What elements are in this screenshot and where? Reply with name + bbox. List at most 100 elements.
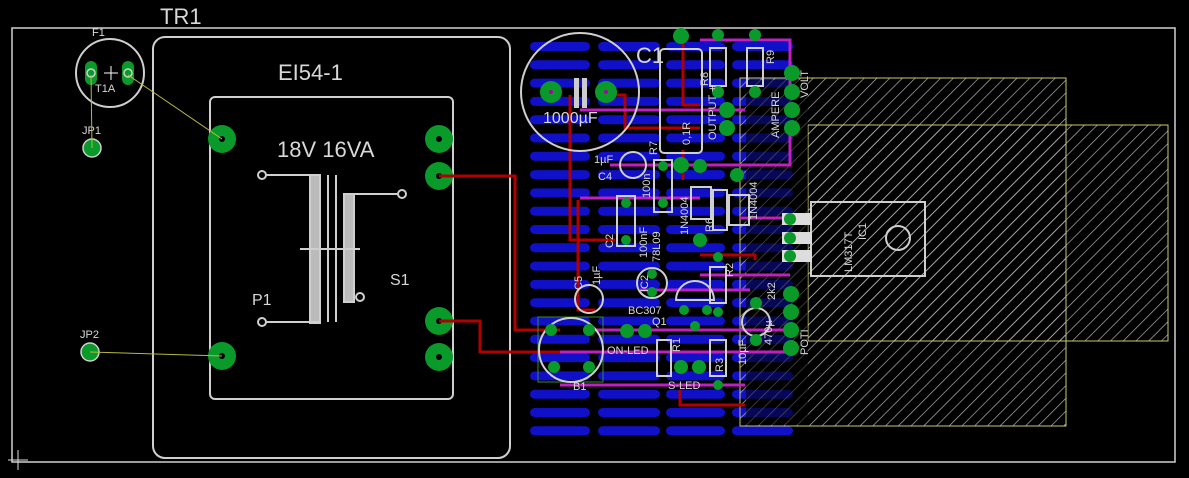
copper-strip (530, 353, 590, 363)
resistor-r8[interactable]: R8 (699, 29, 727, 98)
transformer-core (209, 96, 454, 400)
transformer-outline (152, 36, 511, 459)
transformer-symbol (257, 170, 407, 327)
d1-label: 1N4004 (679, 196, 691, 235)
copper-strip (666, 225, 725, 234)
copper-strip (530, 389, 590, 399)
c470-value: 470µ (763, 320, 775, 345)
r12-value: 2k2 (766, 282, 778, 300)
copper-strip (666, 133, 725, 143)
jumper-jp2[interactable]: JP2 (80, 329, 100, 362)
c2-value: 100nF (638, 227, 650, 258)
resistor-r6[interactable]: R6 (704, 189, 728, 232)
capacitor-c4[interactable]: 1µF C4 (594, 151, 647, 183)
copper-strip (598, 298, 660, 308)
capacitor-100n[interactable]: 100n (641, 159, 673, 213)
copper-strip (530, 279, 590, 289)
d2-label: 1N4004 (748, 181, 760, 220)
resistor-r9[interactable]: R9 (746, 29, 777, 98)
copper-strip (598, 408, 660, 417)
poti-label: POTI (799, 329, 811, 355)
r2-label: R2 (724, 263, 736, 277)
c3-value: 10µF (737, 339, 749, 365)
copper-strip (530, 170, 590, 180)
copper-strip (666, 96, 725, 106)
tr1-label: TR1 (160, 4, 202, 29)
copper-strip (598, 279, 660, 289)
r1-label: R1 (671, 338, 683, 352)
ic1-value: LM317T (843, 231, 855, 272)
r6-label: R6 (704, 218, 716, 232)
copper-strip (598, 188, 660, 198)
transformer-tr1[interactable]: TR1 EI54-1 18V 16VA P1 S1 (152, 4, 511, 459)
copper-strip (598, 60, 660, 70)
fuse-f1[interactable]: F1 T1A (75, 27, 145, 108)
ic2-name: IC2 (639, 275, 651, 292)
copper-strip (530, 188, 590, 198)
capacitor-c3[interactable]: 10µF 470µ 2k2 (737, 282, 778, 365)
c1-value: 1000µF (543, 110, 598, 127)
copper-strip (530, 243, 590, 253)
copper-strip (598, 206, 660, 216)
c2-name: C2 (604, 234, 616, 248)
ic1-name: IC1 (857, 223, 869, 240)
secondary-label: S1 (390, 272, 410, 289)
resistor-r3[interactable]: R3 (709, 339, 727, 390)
airwires (89, 74, 223, 357)
copper-strip (530, 408, 590, 417)
copper-strip (530, 371, 590, 381)
bridge-rectifier-b1[interactable]: B1 (537, 316, 604, 393)
copper-strip (666, 170, 725, 180)
c4-name: C4 (598, 171, 612, 183)
copper-strip (530, 115, 590, 125)
fuse-value: T1A (95, 83, 116, 95)
q1-name: Q1 (652, 316, 667, 328)
volt-label: VOLT (799, 70, 811, 98)
meter-connector[interactable]: AMPERE VOLT (770, 65, 811, 138)
copper-strip (530, 298, 590, 308)
heatsink-area-2 (807, 124, 1169, 342)
regulator-ic1-lm317t[interactable]: LM317T IC1 (782, 201, 926, 277)
transistor-q1[interactable]: BC307 Q1 (628, 280, 716, 331)
s-led[interactable]: S-LED (668, 360, 706, 392)
board-outline (11, 27, 1176, 463)
jp2-label: JP2 (80, 329, 99, 341)
output-connector[interactable]: OUTPUT + (707, 85, 735, 140)
q1-value: BC307 (628, 305, 662, 317)
copper-strip (530, 60, 590, 70)
copper-strip (598, 243, 660, 253)
resistor-r1[interactable]: R1 (656, 338, 683, 377)
s-led-label: S-LED (668, 380, 700, 392)
diode-d2[interactable]: 1N4004 (728, 168, 760, 226)
copper-strip (598, 426, 660, 436)
copper-strip (598, 371, 660, 381)
potentiometer-connector[interactable]: POTI (783, 286, 811, 356)
on-led-label: ON-LED (607, 345, 649, 357)
copper-strip (530, 261, 590, 271)
copper-strip (666, 206, 725, 216)
resistor-r2[interactable]: R2 (709, 252, 736, 317)
copper-strip (598, 115, 660, 125)
copper-strip (598, 353, 660, 363)
transformer-rating: 18V 16VA (277, 137, 375, 162)
r7-value: 0,1R (681, 122, 693, 145)
capacitor-c2[interactable]: C2 100nF (604, 195, 650, 258)
capacitor-c5[interactable]: C5 1µF (573, 266, 604, 314)
copper-strip (666, 316, 725, 326)
ic2-value: 78L09 (651, 231, 663, 262)
diode-d1[interactable]: 1N4004 (679, 159, 712, 247)
copper-strip (666, 60, 725, 70)
r7-name: R7 (648, 141, 660, 155)
regulator-ic2-78l09[interactable]: IC2 78L09 (636, 231, 668, 299)
copper-strip (530, 334, 590, 344)
capacitor-c1-1000uf[interactable]: 1000µF C1 (520, 32, 664, 152)
resistor-r7-shunt[interactable]: 0,1R R7 (648, 28, 703, 173)
on-led[interactable]: ON-LED (607, 324, 652, 357)
c5-value: 1µF (591, 266, 603, 285)
copper-strip (530, 225, 590, 234)
c4-value: 1µF (594, 154, 613, 166)
copper-strip (666, 115, 725, 125)
origin-cross-icon (8, 450, 28, 470)
copper-strip (732, 426, 793, 436)
